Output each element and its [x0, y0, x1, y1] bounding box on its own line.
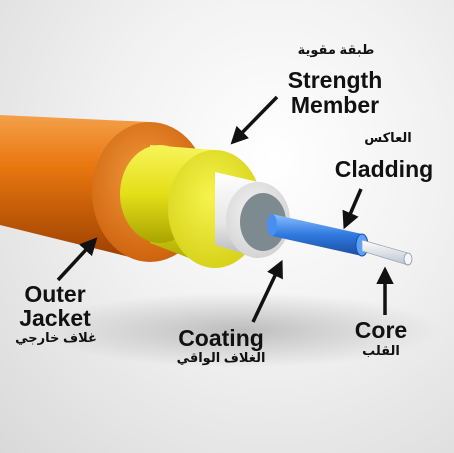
- coating-label: Coating: [178, 325, 264, 351]
- cladding-arrow: [342, 188, 363, 230]
- strength-member-arrow: [230, 95, 279, 145]
- outer-jacket-arrow: [56, 237, 98, 282]
- coating-label-ar: الغلاف الواقي: [176, 350, 266, 365]
- outer-jacket-label-line1: Outer: [24, 281, 86, 307]
- core-label: Core: [354, 317, 408, 343]
- cladding-label-ar: العاكس: [364, 130, 412, 145]
- outer-jacket-label-ar: غلاف خارجي: [15, 330, 97, 345]
- core-label-ar: القلب: [362, 343, 400, 358]
- outer-jacket-label-line2: Jacket: [19, 305, 91, 331]
- cladding-layer: [267, 214, 369, 257]
- strength-member-label-line2: Member: [290, 92, 380, 118]
- core-fiber: [361, 239, 413, 266]
- strength-member-label-line1: Strength: [287, 67, 383, 93]
- coating-layer: [215, 172, 290, 258]
- coating-arrow: [251, 259, 283, 323]
- cladding-label: Cladding: [334, 156, 434, 182]
- cable-shadow: [40, 292, 440, 368]
- strength-member-label-ar: طبقة مقوية: [297, 42, 375, 57]
